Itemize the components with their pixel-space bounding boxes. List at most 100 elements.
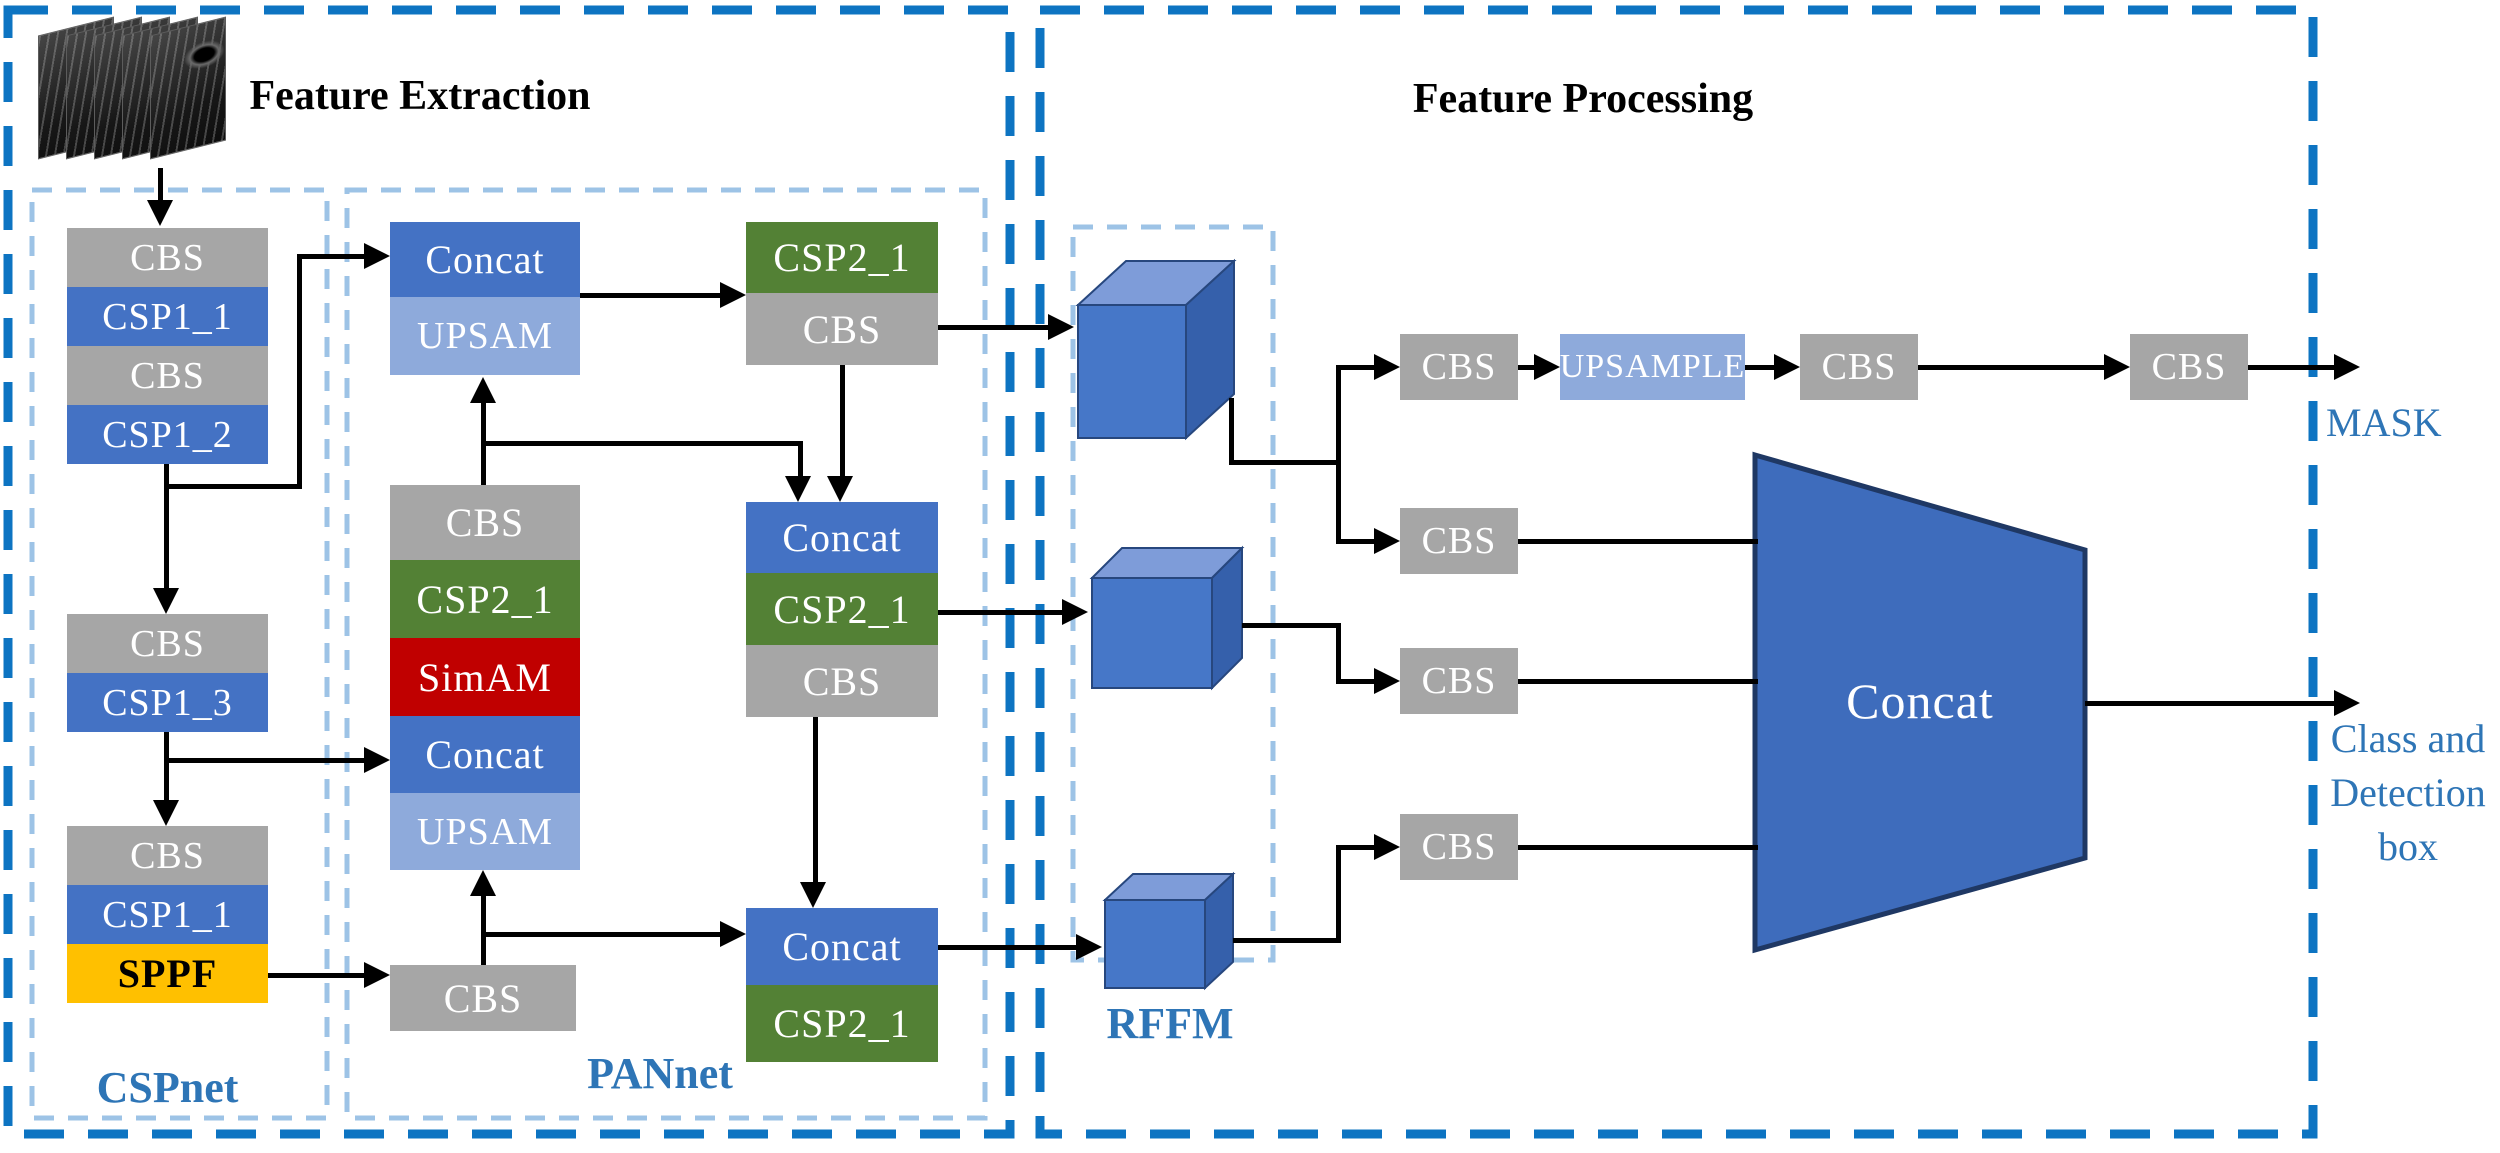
proc-fuse-cbs-3: CBS (1400, 814, 1518, 880)
connector (1336, 845, 1341, 943)
connector (2248, 365, 2336, 370)
feature-extraction-box (3, 5, 1015, 1139)
connector (2085, 701, 2336, 706)
pannet-right-top-csp2-1: CSP2_1 (746, 222, 938, 293)
cspnet-sppf: SPPF (67, 944, 268, 1003)
cspnet-csp1-2: CSP1_2 (67, 405, 268, 464)
arrowhead (2334, 354, 2360, 380)
class-detection-label: Class and Detection box (2316, 712, 2500, 874)
feature-cube-medium (1089, 545, 1245, 691)
connector (297, 254, 302, 488)
connector (164, 484, 302, 489)
connector (1918, 365, 2106, 370)
pannet-stack-cbs: CBS (390, 485, 580, 560)
connector (580, 293, 722, 298)
pannet-stack-concat: Concat (390, 716, 580, 793)
connector (938, 610, 1064, 615)
arrowhead (1076, 934, 1102, 960)
proc-mask-cbs-1: CBS (1400, 334, 1518, 400)
connector (1745, 365, 1776, 370)
pannet-right-bot-csp2-1: CSP2_1 (746, 985, 938, 1062)
connector (1233, 938, 1341, 943)
arrowhead (1374, 354, 1400, 380)
connector (798, 441, 803, 478)
connector (1229, 460, 1341, 465)
arrowhead (364, 243, 390, 269)
feature-processing-title: Feature Processing (1412, 76, 1754, 122)
mask-output-label: MASK (2326, 400, 2442, 445)
cspnet-label: CSPnet (96, 1063, 239, 1112)
connector (268, 973, 366, 978)
connector (813, 717, 818, 884)
connector (158, 168, 163, 202)
pannet-top-concat: Concat (390, 222, 580, 297)
pannet-right-mid-csp2-1: CSP2_1 (746, 573, 938, 645)
arrowhead (800, 882, 826, 908)
arrowhead (1062, 599, 1088, 625)
connector (1336, 623, 1341, 683)
arrowhead (2334, 690, 2360, 716)
arrowhead (153, 588, 179, 614)
cspnet-cbs-4: CBS (67, 826, 268, 885)
arrowhead (470, 870, 496, 896)
arrowhead (147, 200, 173, 226)
class-detection-line-3: box (2378, 824, 2438, 869)
connector (1242, 623, 1341, 628)
cspnet-cbs-2: CBS (67, 346, 268, 405)
connector (1518, 365, 1536, 370)
pannet-top-upsam: UPSAM (390, 297, 580, 375)
arrowhead (2104, 354, 2130, 380)
pannet-stack-csp2-1: CSP2_1 (390, 560, 580, 638)
cspnet-box (29, 187, 330, 1121)
arrowhead (785, 476, 811, 502)
feature-processing-box (1035, 5, 2318, 1139)
pannet-label: PANnet (587, 1049, 733, 1098)
connector (1229, 398, 1234, 464)
connector (481, 441, 803, 446)
arrowhead (1774, 354, 1800, 380)
pannet-right-mid-concat: Concat (746, 502, 938, 573)
pannet-right-mid-cbs: CBS (746, 645, 938, 717)
cspnet-csp1-1b: CSP1_1 (67, 885, 268, 944)
feature-cube-large (1075, 258, 1237, 441)
arrowhead (1374, 528, 1400, 554)
proc-fuse-cbs-2: CBS (1400, 648, 1518, 714)
connector (164, 758, 366, 763)
feature-extraction-title: Feature Extraction (249, 73, 591, 119)
connector (297, 254, 366, 259)
arrowhead (1374, 668, 1400, 694)
connector (1518, 845, 1758, 850)
cspnet-csp1-3: CSP1_3 (67, 673, 268, 732)
pannet-bottom-cbs: CBS (390, 965, 576, 1031)
connector (1518, 679, 1758, 684)
arrowhead (720, 282, 746, 308)
arrowhead (720, 921, 746, 947)
connector (481, 932, 722, 937)
connector (1336, 845, 1376, 850)
arrowhead (470, 377, 496, 403)
cspnet-cbs-1: CBS (67, 228, 268, 287)
feature-cube-small (1102, 871, 1236, 991)
connector (1336, 539, 1376, 544)
connector (164, 732, 169, 800)
pannet-right-bot-concat: Concat (746, 908, 938, 985)
concat-trapezoid (1752, 451, 2088, 954)
connector (840, 365, 845, 478)
proc-upsample: UPSAMPLE (1560, 334, 1745, 400)
connector (1336, 365, 1376, 370)
connector (938, 325, 1050, 330)
pannet-box (344, 187, 988, 1121)
rffm-label: RFFM (1106, 999, 1234, 1048)
class-detection-line-2: Detection (2330, 770, 2486, 815)
class-detection-line-1: Class and (2330, 716, 2486, 761)
pannet-stack-simam: SimAM (390, 638, 580, 716)
proc-mask-cbs-3: CBS (2130, 334, 2248, 400)
arrowhead (364, 747, 390, 773)
pannet-right-top-cbs: CBS (746, 293, 938, 365)
connector (1336, 679, 1376, 684)
proc-mask-cbs-2: CBS (1800, 334, 1918, 400)
arrowhead (364, 962, 390, 988)
concat-trapezoid-label: Concat (1846, 673, 1994, 729)
pannet-stack-upsam: UPSAM (390, 793, 580, 870)
